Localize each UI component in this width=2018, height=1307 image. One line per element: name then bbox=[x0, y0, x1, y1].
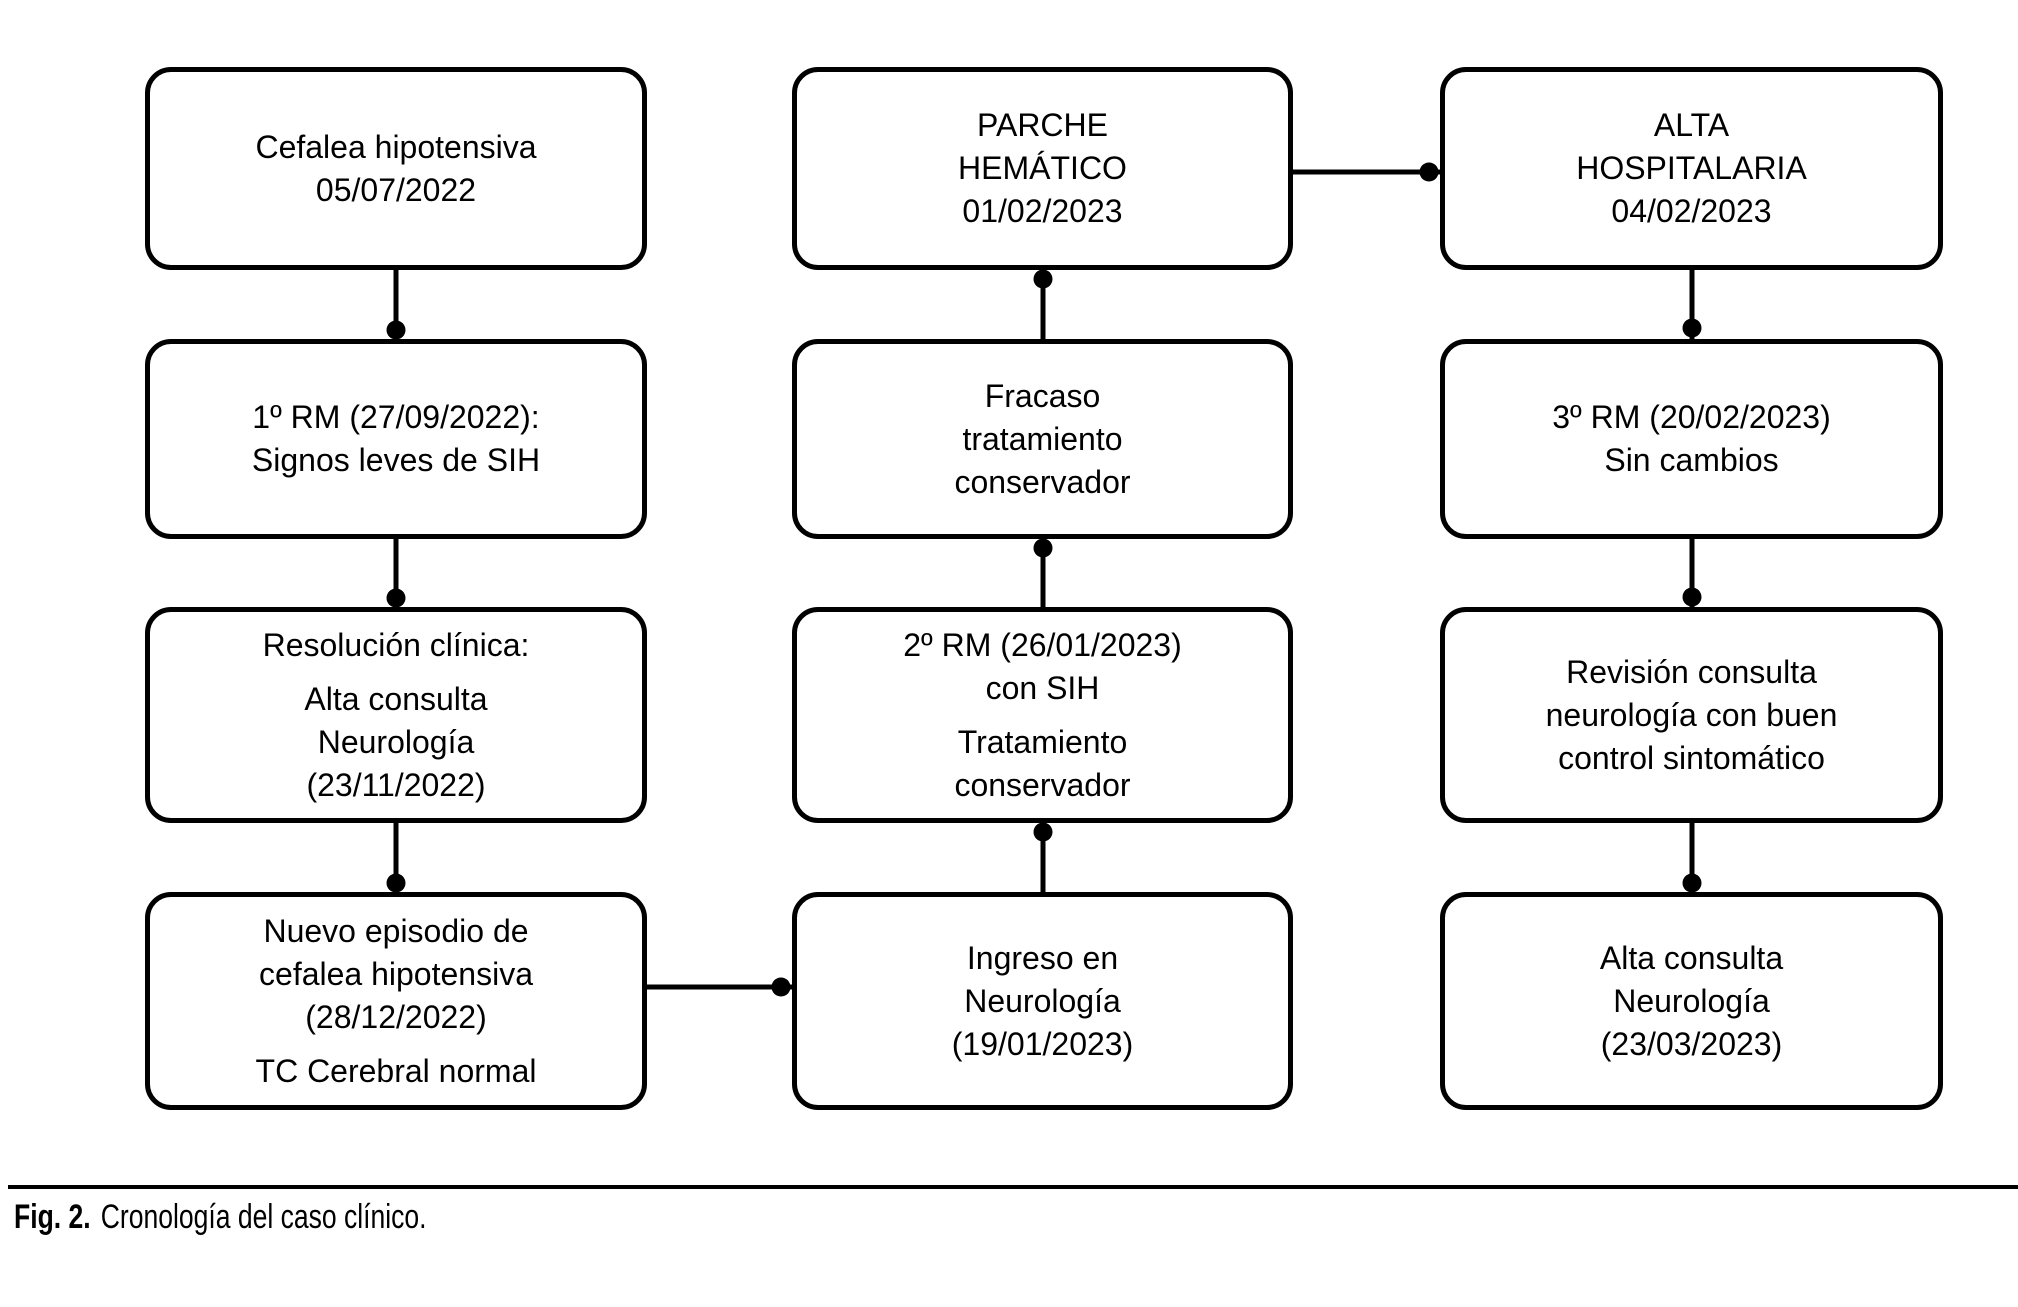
node-fracaso-tratamiento: Fracaso tratamiento conservador bbox=[792, 339, 1293, 539]
connector-line bbox=[393, 270, 399, 339]
node-text: 1º RM (27/09/2022): Signos leves de SIH bbox=[251, 399, 541, 478]
connector-line bbox=[1689, 539, 1695, 607]
node-tercera-rm: 3º RM (20/02/2023) Sin cambios bbox=[1440, 339, 1943, 539]
arrow-dot bbox=[386, 588, 406, 608]
arrow-dot bbox=[1033, 822, 1053, 842]
connector-line bbox=[1040, 539, 1046, 607]
arrow-dot bbox=[1033, 538, 1053, 558]
node-text: Resolución clínica:Alta consulta Neurolo… bbox=[262, 626, 530, 803]
connector-line bbox=[393, 823, 399, 892]
arrow-dot bbox=[1419, 162, 1439, 182]
node-text: Fracaso tratamiento conservador bbox=[954, 377, 1131, 500]
node-revision-consulta: Revisión consulta neurología con buen co… bbox=[1440, 607, 1943, 823]
node-alta-consulta: Alta consulta Neurología (23/03/2023) bbox=[1440, 892, 1943, 1110]
node-alta-hospitalaria: ALTA HOSPITALARIA 04/02/2023 bbox=[1440, 67, 1943, 270]
caption-text: Cronología del caso clínico. bbox=[100, 1198, 427, 1236]
connector-line bbox=[1040, 270, 1046, 339]
node-parche-hematico: PARCHE HEMÁTICO 01/02/2023 bbox=[792, 67, 1293, 270]
connector-line bbox=[393, 539, 399, 607]
connector-line bbox=[647, 984, 792, 990]
node-cefalea-hipotensiva: Cefalea hipotensiva 05/07/2022 bbox=[145, 67, 647, 270]
node-text: Cefalea hipotensiva 05/07/2022 bbox=[255, 128, 537, 208]
arrow-dot bbox=[386, 320, 406, 340]
figure-caption: Fig. 2.Cronología del caso clínico. bbox=[14, 1196, 427, 1238]
arrow-dot bbox=[771, 977, 791, 997]
connector-line bbox=[1689, 823, 1695, 892]
arrow-dot bbox=[1682, 587, 1702, 607]
node-text: Revisión consulta neurología con buen co… bbox=[1545, 653, 1838, 776]
node-nuevo-episodio: Nuevo episodio de cefalea hipotensiva (2… bbox=[145, 892, 647, 1110]
caption-divider bbox=[8, 1185, 2018, 1189]
connector-line bbox=[1293, 169, 1440, 175]
node-text: Nuevo episodio de cefalea hipotensiva (2… bbox=[255, 912, 537, 1089]
node-primera-rm: 1º RM (27/09/2022): Signos leves de SIH bbox=[145, 339, 647, 539]
node-text: 3º RM (20/02/2023) Sin cambios bbox=[1552, 399, 1831, 478]
node-text: PARCHE HEMÁTICO 01/02/2023 bbox=[958, 107, 1127, 229]
connector-line bbox=[1689, 270, 1695, 339]
arrow-dot bbox=[1682, 873, 1702, 893]
node-text: Ingreso en Neurología (19/01/2023) bbox=[951, 939, 1134, 1062]
arrow-dot bbox=[386, 873, 406, 893]
node-resolucion-clinica: Resolución clínica:Alta consulta Neurolo… bbox=[145, 607, 647, 823]
node-text: ALTA HOSPITALARIA 04/02/2023 bbox=[1576, 107, 1807, 229]
connector-line bbox=[1040, 823, 1046, 892]
node-ingreso-neurologia: Ingreso en Neurología (19/01/2023) bbox=[792, 892, 1293, 1110]
figure-number-label: Fig. 2. bbox=[14, 1198, 91, 1236]
arrow-dot bbox=[1033, 269, 1053, 289]
arrow-dot bbox=[1682, 318, 1702, 338]
node-text: Alta consulta Neurología (23/03/2023) bbox=[1599, 939, 1784, 1062]
